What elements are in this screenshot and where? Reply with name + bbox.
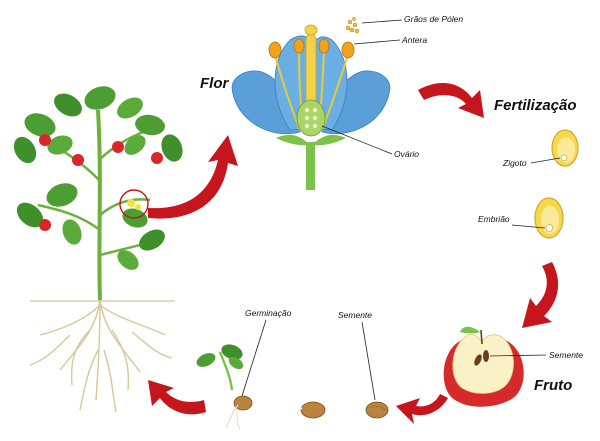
tomato-fruits <box>39 134 163 231</box>
stage-label-flower: Flor <box>200 75 229 92</box>
seedling <box>196 344 253 431</box>
sprouting-seed-shape <box>297 401 326 419</box>
arrow-seedling-to-plant <box>148 380 206 415</box>
pollen-grains <box>345 17 360 34</box>
flower-diagram <box>231 24 391 190</box>
label-zygote: Zigoto <box>502 158 527 168</box>
plant-flower-highlight <box>119 189 149 219</box>
zygote-shape <box>551 129 579 167</box>
plant-roots <box>29 299 173 413</box>
label-anther: Antera <box>401 35 427 45</box>
arrow-fruit-to-seed <box>396 394 448 424</box>
label-embryo: Embrião <box>478 214 510 224</box>
ovary-shape <box>296 99 326 137</box>
label-seed-in-fruit: Semente <box>549 350 583 360</box>
apple-fruit <box>443 326 524 407</box>
label-seed: Semente <box>338 310 372 320</box>
plant-leaves <box>13 86 183 270</box>
label-germination: Germinação <box>245 308 292 318</box>
tomato-plant <box>13 86 183 413</box>
stage-label-fertilization: Fertilização <box>494 97 577 114</box>
arrow-embryo-to-fruit <box>522 262 559 328</box>
anther-shape <box>268 41 282 59</box>
label-ovary: Ovário <box>394 149 419 159</box>
embryo-shape <box>534 197 564 239</box>
arrow-plant-to-flower <box>148 135 238 219</box>
plant-stem <box>96 109 102 301</box>
label-pollen: Grãos de Pólen <box>404 14 463 24</box>
seed-shape <box>365 401 389 419</box>
arrow-flower-to-fertilization <box>418 83 484 118</box>
stage-label-fruit: Fruto <box>534 377 572 394</box>
